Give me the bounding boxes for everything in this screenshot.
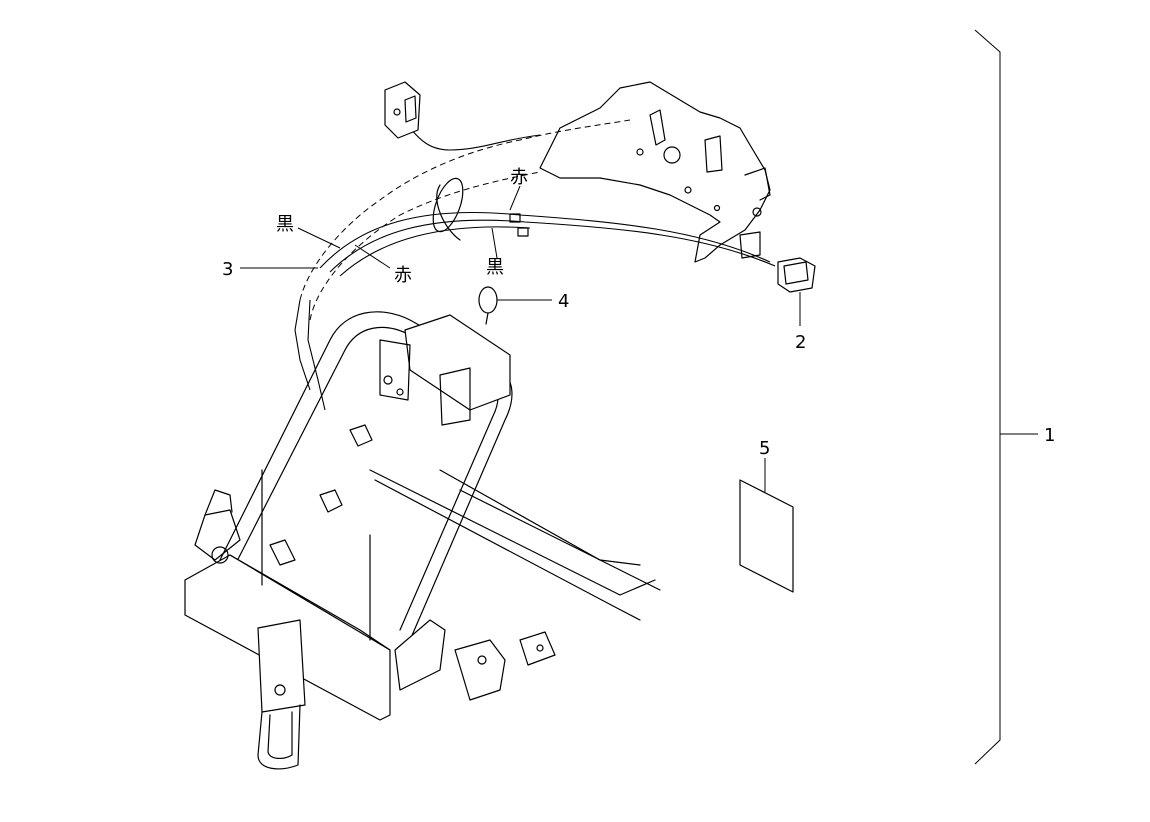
switch-part [777,257,816,326]
leader-red-top [509,185,521,211]
callout-3: 3 [222,259,233,280]
instrument-panel [539,81,771,263]
leader-black-mid [491,227,498,259]
leader-black-left [297,227,341,249]
wire-harness [294,119,776,411]
assembly-bracket [974,29,1038,765]
callout-1: 1 [1044,425,1055,446]
wire-label-black-left: 黒 [276,214,294,235]
callout-2: 2 [795,332,806,353]
wire-label-red-left: 赤 [394,265,412,286]
leader-red-left [354,244,391,269]
ring-clip [478,286,552,325]
label-sheet [739,458,794,593]
callout-4: 4 [558,291,569,312]
wire-label-black-mid: 黒 [486,257,504,278]
connector-plug [384,81,421,139]
callout-5: 5 [759,438,770,459]
wire-label-red-top: 赤 [510,167,528,188]
main-frame [184,311,661,770]
